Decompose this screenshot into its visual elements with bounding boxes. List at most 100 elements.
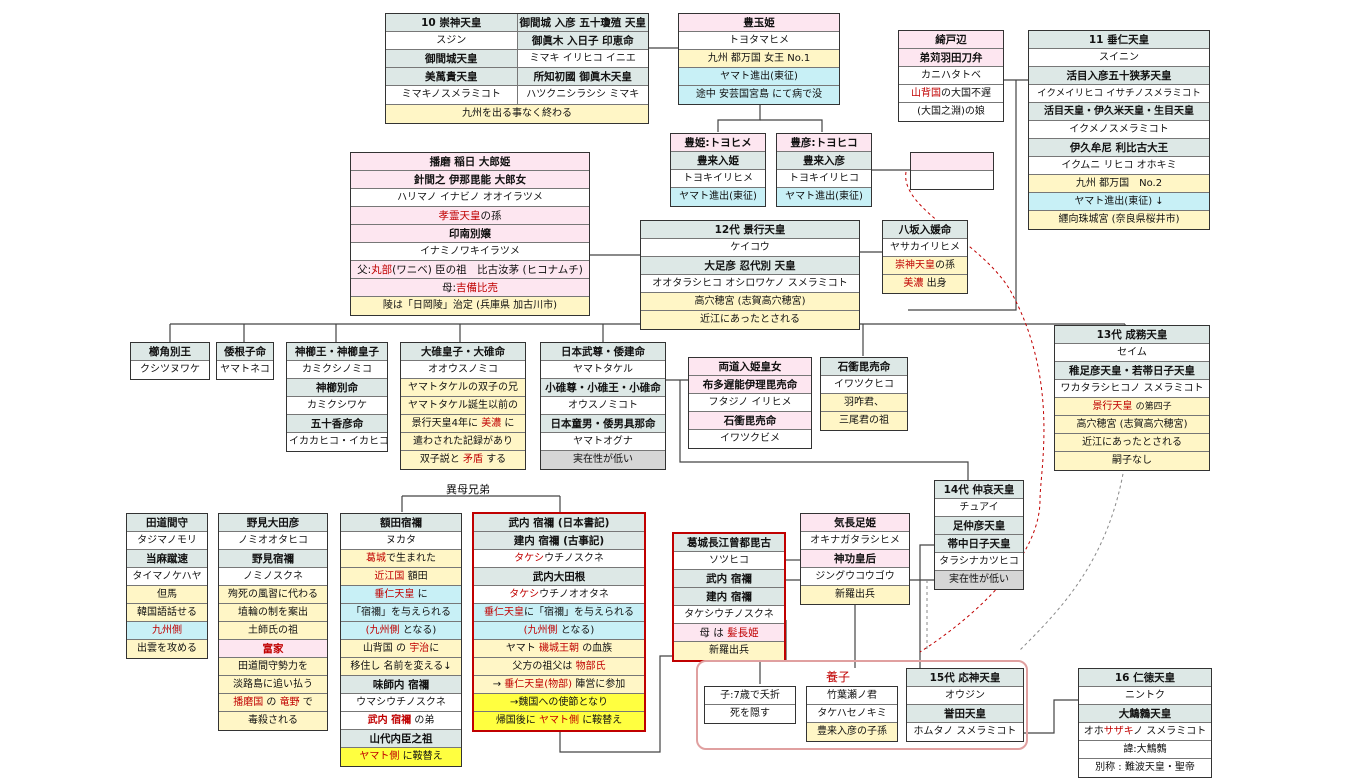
yamatotakeru-note: 実在性が低い — [541, 451, 665, 469]
iwatsuku-note-2: 三尾君の祖 — [821, 412, 907, 430]
sujin-link: 崇神天皇 — [895, 260, 935, 271]
yasaka-mino: 美濃 — [903, 278, 924, 289]
takeuchi-kojiki: 建内 宿禰 (古事記) — [474, 532, 644, 550]
takeuchi-mononobe: 父方の祖父は 物部氏 — [474, 658, 644, 676]
half-brothers-label: 異母兄弟 — [446, 483, 490, 496]
chuai-tenno-box: 14代 仲哀天皇 チュアイ 足仲彦天皇 帯中日子天皇 タラシナカツヒコ 実在性が… — [934, 480, 1024, 590]
takehase-reading: タケハセノキミ — [807, 705, 897, 723]
takeuchi-box: 武内 宿禰 (日本書記) 建内 宿禰 (古事記) タケシウチノスクネ 武内大田根… — [472, 512, 646, 732]
katsuragi-reading: ソツヒコ — [674, 552, 784, 570]
empty-box-top — [911, 153, 993, 171]
sujin-kojiki-reading: ミマキ イリヒコ イニエ — [517, 50, 648, 68]
harima-kibi: 吉備比売 — [456, 282, 499, 294]
kamikushi-box: 神櫛王・神櫛皇子 カミクシノミコ 神櫛別命 カミクシワケ 五十香彦命 イカカヒコ… — [286, 342, 388, 452]
yasaka-box: 八坂入媛命 ヤサカイリヒメ 崇神天皇の孫 美濃 出身 — [882, 220, 968, 294]
kito-box: 綺戸辺 弟苅羽田刀弁 カニハタトベ 山背国の大国不遅 (大国之淵)の娘 — [898, 30, 1004, 122]
harima-grand-suffix: の孫 — [480, 210, 502, 222]
ousu-note-4a: 双子説と — [419, 454, 460, 465]
takeuchi-arrow: → — [492, 679, 502, 690]
tajima-kyushu: 九州側 — [127, 622, 207, 640]
seimu-location: 近江にあったとされる — [1055, 434, 1209, 452]
toyohiko-reading: トヨキイリヒコ — [777, 170, 871, 188]
sujin-hatsukuni-reading: ハツクニシラシシ ミマキ — [517, 86, 648, 104]
chuai-kojiki-reading: タラシナカツヒコ — [935, 553, 1023, 571]
nukata-omi: 近江国 額田 — [341, 568, 461, 586]
katsuragi-shiragi: 新羅出兵 — [674, 642, 784, 660]
toyotama-title: 豊玉姫 — [679, 14, 839, 32]
nukata-switch-suffix: に鞍替え — [402, 751, 443, 762]
nukata-no: の — [396, 643, 406, 654]
toyohime-east: ヤマト進出(東征) — [671, 188, 765, 206]
takehase-descendant: 豊来入彦の子孫 — [807, 723, 897, 741]
chuai-note: 実在性が低い — [935, 571, 1023, 589]
jingu-kogo-reading: ジングウコウゴウ — [801, 568, 909, 586]
suinin-name: 活目入彦五十狭茅天皇 — [1029, 67, 1209, 85]
tajima-box: 田道間守 タジマノモリ 当麻蹴速 タイマノケハヤ 但馬 韓国語話せる 九州側 出… — [126, 513, 208, 659]
ousu-note-1: ヤマトタケル誕生以前の — [401, 397, 525, 415]
nukata-ni: に — [429, 643, 440, 654]
child-hidden: 死を隠す — [705, 705, 795, 723]
ousu-note-2b: に — [504, 418, 515, 429]
nintoku-alias: 別称 : 難波天皇・聖帝 — [1079, 759, 1211, 777]
takeuchi-join-suffix: 陣営に参加 — [575, 679, 626, 690]
takeuchi-otane-reading-b: ウチノオオタネ — [539, 589, 609, 600]
futaji-kojiki: 布多遅能伊理毘売命 — [689, 376, 811, 394]
seimu-palace: 高穴穂宮 (志賀高穴穂宮) — [1055, 416, 1209, 434]
umashiuchi-brother-suffix: の弟 — [414, 715, 435, 726]
sujin-right-col: 御間城 入彦 五十瓊殖 天皇 御眞木 入日子 印恵命 ミマキ イリヒコ イニエ … — [517, 14, 648, 104]
keiko-title: 12代 景行天皇 — [641, 221, 859, 239]
umashiuchi-title: 味師内 宿禰 — [341, 676, 461, 694]
harima-kojiki: 針間之 伊那毘能 大郎女 — [351, 171, 589, 189]
harima-mother-label: 母: — [441, 282, 457, 294]
yasaka-grand-suffix: の孫 — [935, 260, 955, 271]
takeuchi-yamato: ヤマト — [505, 643, 536, 654]
nomi-ota-title: 野見大田彦 — [219, 514, 327, 532]
nomi-tatsuno: 竜野 — [279, 697, 300, 708]
harima-inami-reading: イナミノワキイラツメ — [351, 243, 589, 261]
kushitsunu-box: 櫛角別王 クシツヌワケ — [130, 342, 210, 380]
katsuragi-mother: 母 は 髪長姫 — [674, 624, 784, 642]
tajima-reading: タジマノモリ — [127, 532, 207, 550]
keiko-location: 近江にあったとされる — [641, 311, 859, 329]
takeuchi-shiki-suffix: の血族 — [582, 643, 613, 654]
toyohime-box: 豊姫:トヨヒメ 豊来入姫 トヨキイリヒメ ヤマト進出(東征) — [670, 133, 766, 207]
ojin-name-reading: ホムタノ スメラミコト — [907, 723, 1023, 741]
nomi-note-5: 淡路島に追い払う — [219, 676, 327, 694]
nintoku-sazaki: サザキ — [1103, 726, 1134, 737]
sujin-hatsukuni: 所知初國 御眞木天皇 — [517, 68, 648, 86]
toyohiko-east: ヤマト進出(東征) — [777, 188, 871, 206]
futaji-title: 両道入姫皇女 — [689, 358, 811, 376]
seimu-title: 13代 成務天皇 — [1055, 326, 1209, 344]
keiko-tenno-box: 12代 景行天皇 ケイコウ 大足彦 忍代別 天皇 オオタラシヒコ オシロワケノ … — [640, 220, 860, 330]
yamatotakeru-reading: ヤマトタケル — [541, 361, 665, 379]
taima-reading: タイマノケハヤ — [127, 568, 207, 586]
nomi-no: の — [266, 697, 277, 708]
takeuchi-reading-b: ウチノスクネ — [544, 553, 604, 564]
nukata-yamashiro: 山背国 の 宇治に — [341, 640, 461, 658]
suinin-palace: 纒向珠城宮 (奈良県桜井市) — [1029, 211, 1209, 229]
ousu-mikoto-title: 小碓尊・小碓王・小碓命 — [541, 379, 665, 397]
ousu-mino: 美濃 — [481, 418, 502, 429]
ousu-title: 大碓皇子・大碓命 — [401, 343, 525, 361]
chuai-title: 14代 仲哀天皇 — [935, 481, 1023, 499]
kamikushi-wake: 神櫛別命 — [287, 379, 387, 397]
takeuchi-otane-reading-a: タケシ — [509, 589, 540, 600]
kamikushi-reading: カミクシノミコ — [287, 361, 387, 379]
harima-tomb: 陵は「日岡陵」治定 (兵庫県 加古川市) — [351, 297, 589, 315]
katsuragi-takeuchi-reading: タケシウチノスクネ — [674, 606, 784, 624]
harima-title: 播磨 稲日 大郎姫 — [351, 153, 589, 171]
seimu-name-reading: ワカタラシヒコノ スメラミコト — [1055, 380, 1209, 398]
takehase-box: 竹葉瀬ノ君 タケハセノキミ 豊来入彦の子孫 — [806, 686, 898, 742]
toyotama-east: ヤマト進出(東征) — [679, 68, 839, 86]
suinin-name-reading: イクメイリヒコ イサチノスメラミコト — [1029, 85, 1209, 103]
yasaka-reading: ヤサカイリヒメ — [883, 239, 967, 257]
suinin-title: 11 垂仁天皇 — [1029, 31, 1209, 49]
sujin-note: 九州を出る事なく終わる — [386, 105, 648, 123]
nomi-harima: 播磨国 — [233, 697, 264, 708]
iwatsukubime-reading: イワツクビメ — [689, 430, 811, 448]
yamatoguna-reading: ヤマトオグナ — [541, 433, 665, 451]
tajima-korean: 韓国語話せる — [127, 604, 207, 622]
ousu-note-3: 遣わされた記録があり — [401, 433, 525, 451]
kamikushi-wake-reading: カミクシワケ — [287, 397, 387, 415]
takeuchi-suinin-link: 垂仁天皇 — [484, 607, 524, 618]
